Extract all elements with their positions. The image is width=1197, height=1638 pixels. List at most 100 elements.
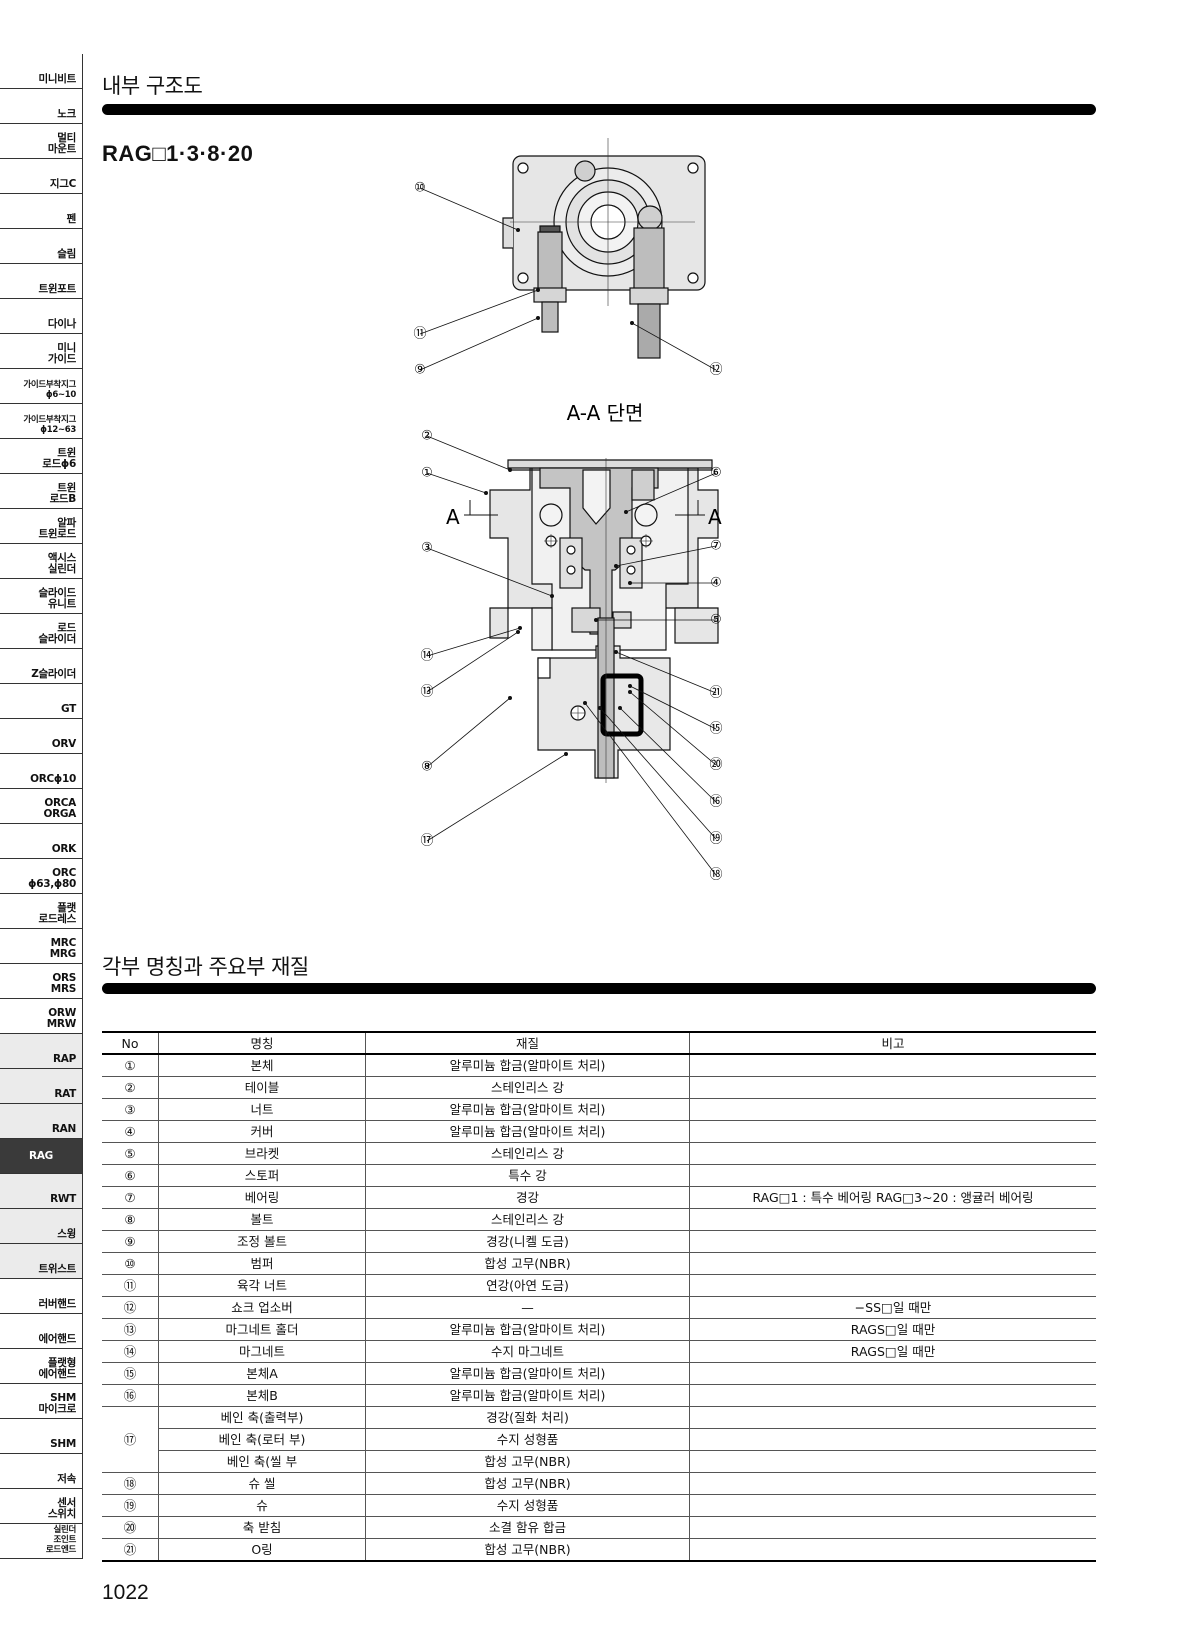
- index-tab[interactable]: RWT: [0, 1174, 82, 1209]
- callout-number: ⑪: [413, 327, 426, 342]
- leader-arrow: [597, 706, 602, 711]
- index-tab[interactable]: 가이드부착지그 ϕ12~63: [0, 404, 82, 439]
- index-tab[interactable]: 미니비트: [0, 54, 82, 89]
- index-tab[interactable]: GT: [0, 684, 82, 719]
- callout-number: ⑩: [414, 181, 426, 196]
- index-tab[interactable]: 트위스트: [0, 1244, 82, 1279]
- callout-number: ⑨: [414, 363, 426, 378]
- index-tab[interactable]: ORS MRS: [0, 964, 82, 999]
- index-tab[interactable]: SHM 마이크로: [0, 1384, 82, 1419]
- cell-no: ⑦: [102, 1186, 159, 1209]
- leader-line: [615, 545, 717, 567]
- leader-arrow: [613, 563, 618, 568]
- cell-material: 알루미늄 합금(알마이트 처리): [365, 1120, 690, 1143]
- callout-number: ⑭: [420, 649, 433, 664]
- index-tab[interactable]: 플랫 로드레스: [0, 894, 82, 929]
- cell-remark: −SS□일 때만: [689, 1296, 1096, 1319]
- index-tab[interactable]: ORC ϕ63,ϕ80: [0, 859, 82, 894]
- leader-arrow: [508, 467, 513, 472]
- leader-line: [426, 435, 511, 471]
- leader-arrow: [516, 228, 521, 233]
- index-tab[interactable]: ORCϕ10: [0, 754, 82, 789]
- index-tab[interactable]: 슬라이드 유니트: [0, 579, 82, 614]
- index-tab[interactable]: RAT: [0, 1069, 82, 1104]
- cell-remark: [689, 1428, 1096, 1451]
- cell-no: ⑪: [102, 1274, 159, 1297]
- cell-name: 축 받침: [158, 1516, 366, 1539]
- index-tab[interactable]: 지그C: [0, 159, 82, 194]
- index-tab[interactable]: Z슬라이더: [0, 649, 82, 684]
- cell-remark: [689, 1164, 1096, 1187]
- index-tab[interactable]: RAP: [0, 1034, 82, 1069]
- callout-number: ④: [710, 576, 722, 591]
- index-tab[interactable]: 플랫형 에어핸드: [0, 1349, 82, 1384]
- index-tab[interactable]: SHM: [0, 1419, 82, 1454]
- index-tab[interactable]: 다이나: [0, 299, 82, 334]
- leader-arrow: [623, 509, 628, 514]
- leader-line: [426, 547, 553, 597]
- leader-line: [629, 685, 717, 730]
- index-tab[interactable]: RAG: [0, 1139, 82, 1174]
- index-tab[interactable]: 실린더 조인트 로드엔드: [0, 1524, 82, 1559]
- cell-material: —: [365, 1296, 690, 1319]
- index-tab[interactable]: 저속: [0, 1454, 82, 1489]
- cell-name: 조정 볼트: [158, 1230, 366, 1253]
- index-tab[interactable]: 스윙: [0, 1209, 82, 1244]
- index-tab[interactable]: 펜: [0, 194, 82, 229]
- section-title-structure: 내부 구조도: [102, 74, 203, 98]
- index-tab[interactable]: 액시스 실린더: [0, 544, 82, 579]
- cell-remark: RAGS□일 때만: [689, 1318, 1096, 1341]
- cell-remark: [689, 1053, 1096, 1077]
- index-tab[interactable]: 트윈 로드ϕ6: [0, 439, 82, 474]
- header-name: 명칭: [158, 1031, 366, 1055]
- leader-arrow: [536, 287, 541, 292]
- leader-line: [629, 691, 717, 766]
- cell-material: 수지 마그네트: [365, 1340, 690, 1363]
- cell-name: 테이블: [158, 1076, 366, 1099]
- index-tab[interactable]: 러버핸드: [0, 1279, 82, 1314]
- cell-material: 합성 고무(NBR): [365, 1538, 690, 1562]
- index-tab[interactable]: 트윈 로드B: [0, 474, 82, 509]
- index-tab[interactable]: ORW MRW: [0, 999, 82, 1034]
- callout-number: ③: [421, 541, 433, 556]
- index-tab[interactable]: RAN: [0, 1104, 82, 1139]
- index-tab[interactable]: 트윈포트: [0, 264, 82, 299]
- cell-name: 마그네트: [158, 1340, 366, 1363]
- index-tab[interactable]: ORK: [0, 824, 82, 859]
- index-tab[interactable]: MRC MRG: [0, 929, 82, 964]
- index-tab[interactable]: 슬림: [0, 229, 82, 264]
- index-tab[interactable]: 노크: [0, 89, 82, 124]
- index-tab[interactable]: 로드 슬라이더: [0, 614, 82, 649]
- cell-remark: [689, 1274, 1096, 1297]
- cell-name: O링: [158, 1538, 366, 1562]
- leader-arrow: [518, 625, 523, 630]
- cell-name: 마그네트 홀더: [158, 1318, 366, 1341]
- index-tab[interactable]: 알파 트윈로드: [0, 509, 82, 544]
- section-title-parts: 각부 명칭과 주요부 재질: [102, 955, 309, 979]
- cell-material: 스테인리스 강: [365, 1076, 690, 1099]
- cell-no: ⑲: [102, 1494, 159, 1517]
- cell-remark: [689, 1208, 1096, 1231]
- index-tab[interactable]: 미니 가이드: [0, 334, 82, 369]
- cell-remark: [689, 1230, 1096, 1253]
- index-tab[interactable]: 가이드부착지그 ϕ6~10: [0, 369, 82, 404]
- cell-remark: [689, 1076, 1096, 1099]
- cell-remark: [689, 1472, 1096, 1495]
- section-view-label: A-A 단면: [567, 401, 644, 425]
- index-tab[interactable]: 센서 스위치: [0, 1489, 82, 1524]
- index-tab[interactable]: 에어핸드: [0, 1314, 82, 1349]
- index-tab[interactable]: ORCA ORGA: [0, 789, 82, 824]
- leader-arrow: [549, 593, 554, 598]
- index-tab[interactable]: 멀티 마운트: [0, 124, 82, 159]
- index-tab[interactable]: ORV: [0, 719, 82, 754]
- callout-number: ⑦: [710, 539, 722, 554]
- leader-line: [426, 753, 567, 842]
- cell-no: ③: [102, 1098, 159, 1121]
